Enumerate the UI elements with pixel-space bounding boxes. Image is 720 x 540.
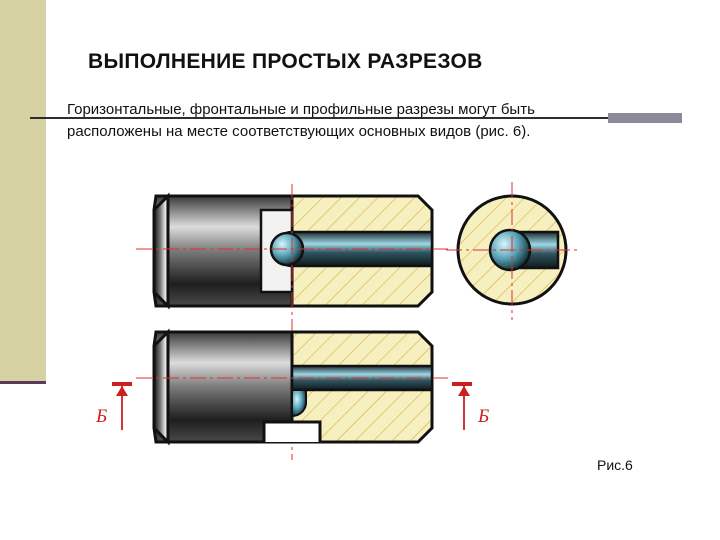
figure-caption: Рис.6 — [597, 457, 633, 473]
section-drawing: Б Б — [95, 182, 580, 460]
sidebar-rule — [0, 381, 46, 384]
section-marker-left: Б — [95, 382, 132, 430]
header-rule — [30, 117, 682, 119]
plan-view-bottom — [136, 328, 448, 446]
header-rule-accent — [608, 113, 682, 123]
section-marker-right: Б — [452, 382, 489, 430]
intro-line-1: Горизонтальные, фронтальные и профильные… — [67, 101, 535, 118]
sidebar-band — [0, 0, 46, 383]
intro-paragraph: Горизонтальные, фронтальные и профильные… — [67, 99, 687, 143]
section-label-right: Б — [477, 406, 489, 427]
intro-line-2: расположены на месте соответствующих осн… — [67, 123, 531, 140]
profile-view — [446, 182, 580, 320]
section-label-left: Б — [95, 406, 107, 427]
front-view-top — [136, 184, 448, 460]
page-title: ВЫПОЛНЕНИЕ ПРОСТЫХ РАЗРЕЗОВ — [88, 50, 483, 73]
